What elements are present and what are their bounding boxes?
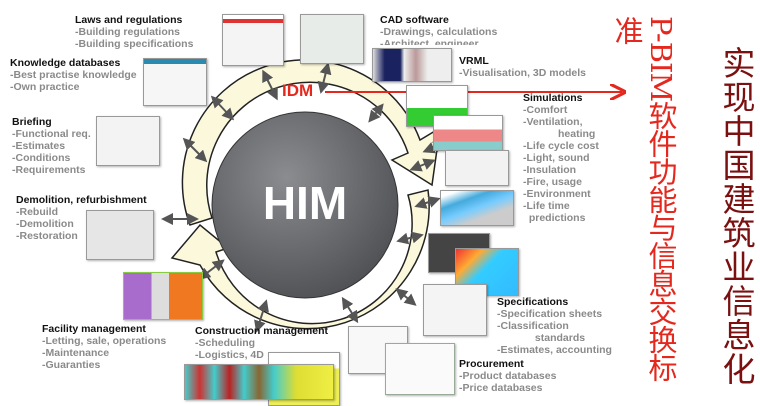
- block-item: -Life time: [523, 200, 570, 212]
- block-item: -Restoration: [16, 230, 78, 242]
- block-item: -Letting, sale, operations: [42, 335, 167, 347]
- briefing-screenshot-thumbnail: [96, 116, 160, 166]
- block-title: Facility management: [42, 323, 146, 335]
- procurement-block: Procurement -Product databases -Price da…: [459, 358, 556, 394]
- block-item: -Environment: [523, 188, 591, 200]
- block-item: -Maintenance: [42, 347, 110, 359]
- block-item: -Specification sheets: [497, 308, 603, 320]
- him-label: HIM: [262, 177, 348, 229]
- block-title: Knowledge databases: [10, 57, 121, 69]
- block-item: -Insulation: [523, 164, 577, 176]
- specifications-screenshot-thumbnail: [423, 284, 487, 336]
- block-title: Demolition, refurbishment: [16, 194, 147, 206]
- vrml-3d-model-thumbnail: [372, 48, 452, 82]
- block-item: -Rebuild: [16, 206, 58, 218]
- block-item: -Drawings, calculations: [380, 26, 498, 38]
- block-item: -Estimates: [12, 140, 66, 152]
- block-item: -Functional req.: [12, 128, 91, 140]
- simulation-chart-thumbnail-2: [433, 115, 503, 151]
- block-item: -Price databases: [459, 382, 543, 394]
- cad-screenshot-thumbnail: [300, 14, 364, 64]
- floorplan-thumbnail: [123, 272, 203, 320]
- demolition-refurbishment-block: Demolition, refurbishment -Rebuild -Demo…: [16, 194, 147, 242]
- cad-software-block: CAD software -Drawings, calculations -Ar…: [380, 14, 497, 45]
- block-item: -Product databases: [459, 370, 557, 382]
- laws-and-regulations-block: Laws and regulations -Building regulatio…: [75, 14, 193, 50]
- 4d-sequence-thumbnails: [184, 364, 334, 400]
- idm-label: IDM: [282, 81, 314, 100]
- block-item: -Estimates, accounting: [497, 344, 612, 356]
- block-item: -Architect, engineer.: [380, 38, 481, 45]
- block-item: -Demolition: [16, 218, 74, 230]
- knowledge-screenshot-thumbnail: [143, 58, 207, 106]
- procurement-screenshot-thumbnail-2: [385, 343, 455, 395]
- laws-screenshot-thumbnail: [222, 14, 284, 66]
- block-item: -Guaranties: [42, 359, 101, 371]
- block-title: Procurement: [459, 358, 524, 370]
- block-title: VRML: [459, 55, 489, 67]
- block-title: Construction management: [195, 325, 329, 337]
- block-item: heating: [523, 128, 596, 140]
- block-title: CAD software: [380, 14, 449, 26]
- block-item: -Building regulations: [75, 26, 180, 38]
- simulation-chart-thumbnail-3: [445, 150, 509, 186]
- block-item: -Building specifications: [75, 38, 194, 50]
- him-core: [211, 111, 399, 299]
- block-item: -Visualisation, 3D models: [459, 67, 587, 79]
- briefing-block: Briefing -Functional req. -Estimates -Co…: [12, 116, 91, 176]
- demolition-screenshot-thumbnail: [86, 210, 154, 260]
- block-item: standards: [497, 332, 586, 344]
- block-item: predictions: [523, 212, 586, 224]
- knowledge-databases-block: Knowledge databases -Best practise knowl…: [10, 57, 137, 93]
- vrml-block: VRML -Visualisation, 3D models: [459, 55, 586, 79]
- block-item: -Logistics, 4D: [195, 349, 264, 361]
- block-item: -Fire, usage: [523, 176, 582, 188]
- block-item: -Light, sound: [523, 152, 590, 164]
- vertical-subtitle-china-construction-informatization: 实现中国建筑业信息化: [717, 46, 756, 386]
- block-item: -Life cycle cost: [523, 140, 599, 152]
- block-item: -Ventilation,: [523, 116, 583, 128]
- block-item: -Best practise knowledge: [10, 69, 137, 81]
- construction-management-block: Construction management -Scheduling -Log…: [195, 325, 328, 361]
- block-title: Specifications: [497, 296, 569, 308]
- block-item: -Comfort: [523, 104, 568, 116]
- vertical-title-p-bim-standard: P-BIM软件功能与信息交换标准: [610, 16, 678, 382]
- simulations-block: Simulations -Comfort -Ventilation, heati…: [523, 92, 599, 224]
- facility-management-block: Facility management -Letting, sale, oper…: [42, 323, 166, 371]
- block-item: -Classification: [497, 320, 569, 332]
- block-title: Laws and regulations: [75, 14, 183, 26]
- block-title: Briefing: [12, 116, 52, 128]
- block-item: -Conditions: [12, 152, 71, 164]
- simulation-3d-thumbnail: [440, 190, 514, 226]
- exchange-arrows: [161, 62, 446, 333]
- specifications-block: Specifications -Specification sheets -Cl…: [497, 296, 612, 356]
- block-item: -Own practice: [10, 81, 80, 93]
- block-item: -Requirements: [12, 164, 86, 176]
- block-title: Simulations: [523, 92, 583, 104]
- block-item: -Scheduling: [195, 337, 256, 349]
